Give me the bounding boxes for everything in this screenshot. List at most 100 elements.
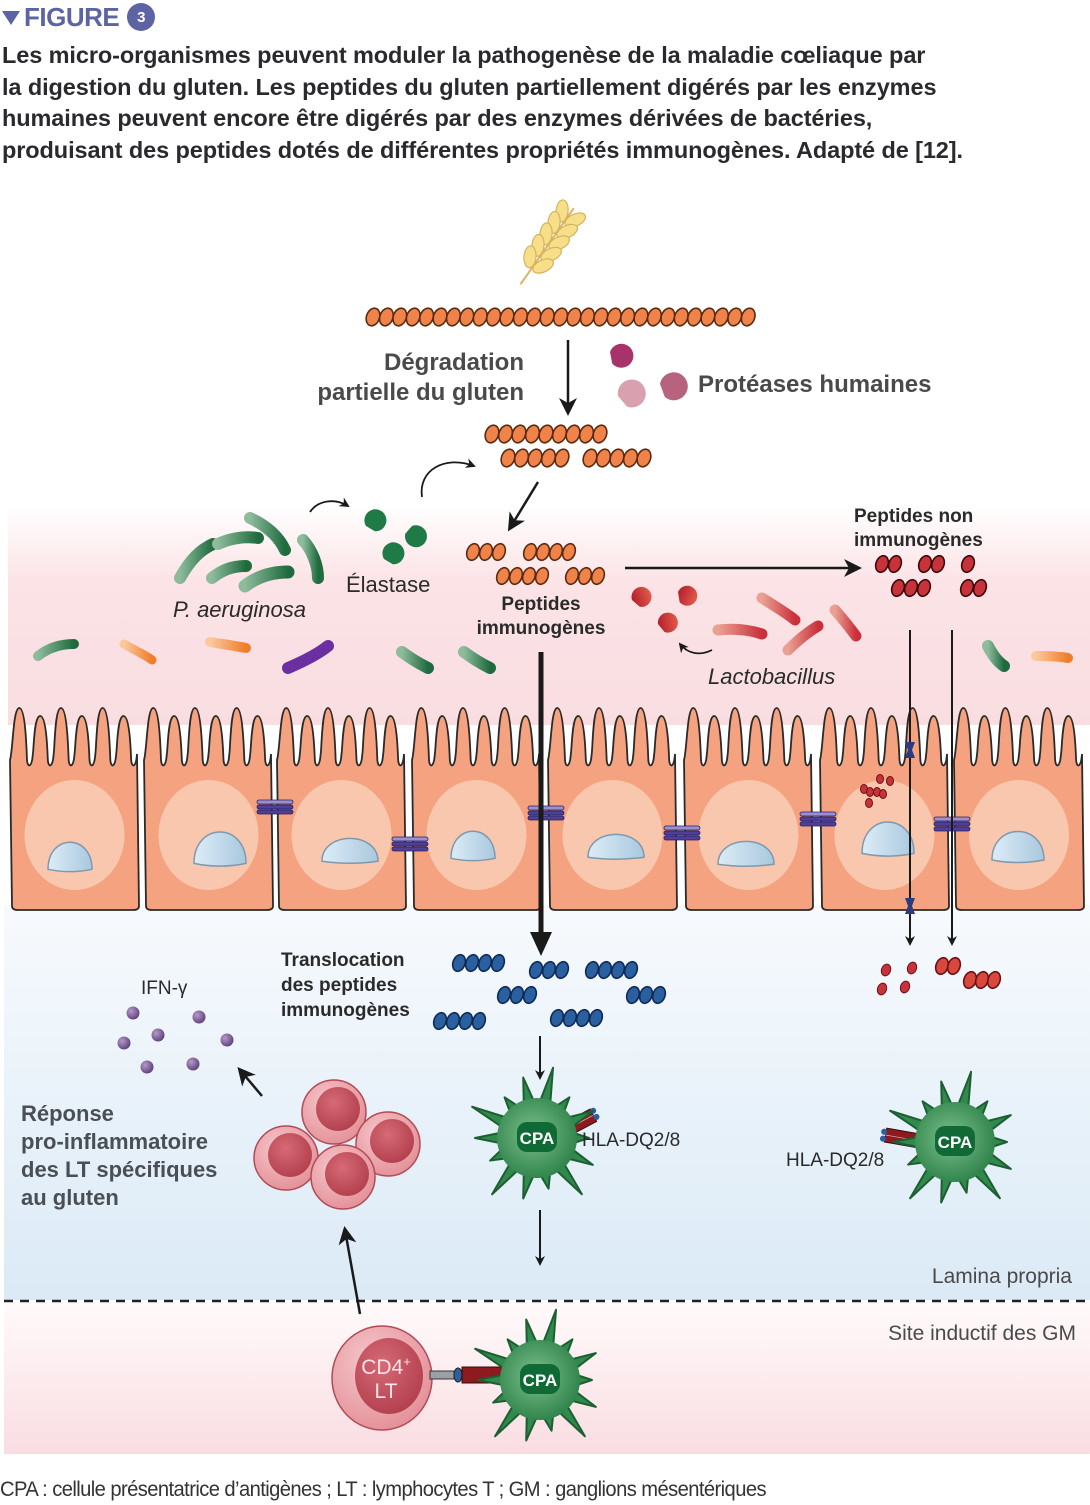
cd4-t-cell: CD4+ LT [331, 1325, 433, 1431]
response-label-line4: au gluten [21, 1185, 119, 1210]
amino-acid-bead [636, 448, 652, 468]
hla-label-left: HLA-DQ2/8 [582, 1130, 680, 1151]
amino-acid-bead [478, 542, 494, 562]
t-lymphocyte [355, 1111, 421, 1177]
amino-acid-bead [874, 554, 890, 574]
intracellular-peptides [860, 774, 894, 808]
non-immunogenic-label-line1: Peptides non [854, 506, 973, 527]
triangle-down-icon [2, 11, 20, 25]
t-lymphocyte [310, 1144, 376, 1210]
ifn-gamma-dot [140, 1060, 154, 1074]
amino-acid-bead [509, 985, 525, 1005]
response-label-line1: Réponse [21, 1101, 114, 1126]
peptide-chain [528, 960, 570, 980]
peptide-chain [959, 578, 988, 598]
degradation-label-line2: partielle du gluten [317, 379, 524, 406]
figure-label: FIGURE [24, 1, 120, 32]
peptide-chain [432, 1011, 487, 1031]
peptide-dot [876, 982, 888, 996]
amino-acid-bead [887, 554, 903, 574]
translocation-label-line1: Translocation [281, 950, 405, 971]
tight-junction [663, 825, 701, 841]
amino-acid-bead [521, 566, 537, 586]
lactobacillus-label: Lactobacillus [708, 664, 835, 689]
amino-acid-bead [577, 566, 593, 586]
lactobacillus-enzyme-icon [631, 585, 698, 633]
amino-acid-bead [623, 960, 639, 980]
nucleus [717, 840, 775, 867]
peptide-chain [890, 578, 932, 598]
amino-acid-bead [590, 566, 606, 586]
lt-label: LT [375, 1380, 398, 1403]
amino-acid-bead [903, 578, 919, 598]
ifn-gamma-dot [151, 1028, 165, 1042]
amino-acid-bead [496, 985, 512, 1005]
amino-acid-bead [575, 1008, 591, 1028]
lamina-propria-label: Lamina propria [932, 1265, 1072, 1288]
tight-junction [256, 799, 294, 815]
figure-caption: Les micro-organismes peuvent moduler la … [2, 40, 1082, 166]
ifn-gamma-dot [117, 1036, 131, 1050]
amino-acid-bead [959, 578, 975, 598]
peptide-chain [484, 424, 608, 444]
peptide-dot [906, 961, 918, 975]
antigen-presenting-cell: CPA [471, 1066, 600, 1200]
amino-acid-bead [451, 953, 467, 973]
amino-acid-bead [972, 578, 988, 598]
nucleus [193, 831, 247, 867]
cytoplasm-glow [24, 780, 125, 890]
peptide-chain [582, 448, 652, 468]
amino-acid-bead [946, 956, 962, 976]
nucleus [450, 830, 496, 862]
ifn-gamma-label: IFN-γ [141, 978, 188, 999]
amino-acid-bead [495, 566, 511, 586]
commensal-bacteria [33, 637, 1073, 674]
gluten-bead-row [365, 307, 756, 327]
p-aeruginosa-label: P. aeruginosa [173, 597, 306, 622]
amino-acid-bead [740, 307, 756, 327]
elastase-label: Élastase [346, 572, 430, 597]
amino-acid-bead [588, 1008, 604, 1028]
tight-junction [799, 811, 837, 827]
translocated-immunogenic-peptides [432, 953, 667, 1031]
gluten-peptide-chain [365, 307, 756, 327]
amino-acid-bead [522, 985, 538, 1005]
p-aeruginosa-bacteria [174, 512, 324, 593]
translocation-label-line2: des peptides [281, 975, 397, 996]
wheat-icon [519, 199, 587, 285]
antigen-presenting-cell: CPA [879, 1070, 1012, 1204]
figure-number-badge: 3 [127, 3, 156, 31]
activation-arrow [338, 1226, 362, 1315]
translocation-label-line3: immunogènes [281, 1000, 410, 1021]
amino-acid-bead [564, 566, 580, 586]
footnote: CPA : cellule présentatrice d’antigènes … [0, 1478, 767, 1501]
nucleus [991, 830, 1045, 864]
tight-junction [391, 836, 429, 852]
nucleus [587, 833, 645, 860]
curved-arrow [678, 642, 713, 655]
peptide-chain [500, 448, 570, 468]
peptide-chain [584, 960, 639, 980]
cytoplasm-glow [291, 780, 392, 890]
peptide-chain [962, 970, 1002, 990]
amino-acid-bead [890, 578, 906, 598]
immunogenic-peptides [465, 542, 606, 586]
amino-acid-bead [432, 1011, 448, 1031]
nucleus [321, 837, 379, 864]
peptide-chain [549, 1008, 604, 1028]
amino-acid-bead [534, 566, 550, 586]
ifn-gamma-dot [192, 1010, 206, 1024]
amino-acid-bead [491, 542, 507, 562]
amino-acid-bead [625, 985, 641, 1005]
hla-label-right: HLA-DQ2/8 [786, 1150, 884, 1171]
human-proteases-label: Protéases humaines [698, 371, 931, 398]
amino-acid-bead [477, 953, 493, 973]
cpa-nucleus [520, 1364, 560, 1394]
caption-line: produisant des peptides dotés de différe… [2, 136, 963, 163]
cpa-nucleus [517, 1122, 557, 1152]
non-immunogenic-label-line2: immunogènes [854, 530, 983, 551]
cytoplasm-glow [698, 780, 799, 890]
lactobacillus-bacteria [712, 592, 862, 656]
peptide-chain [465, 542, 507, 562]
